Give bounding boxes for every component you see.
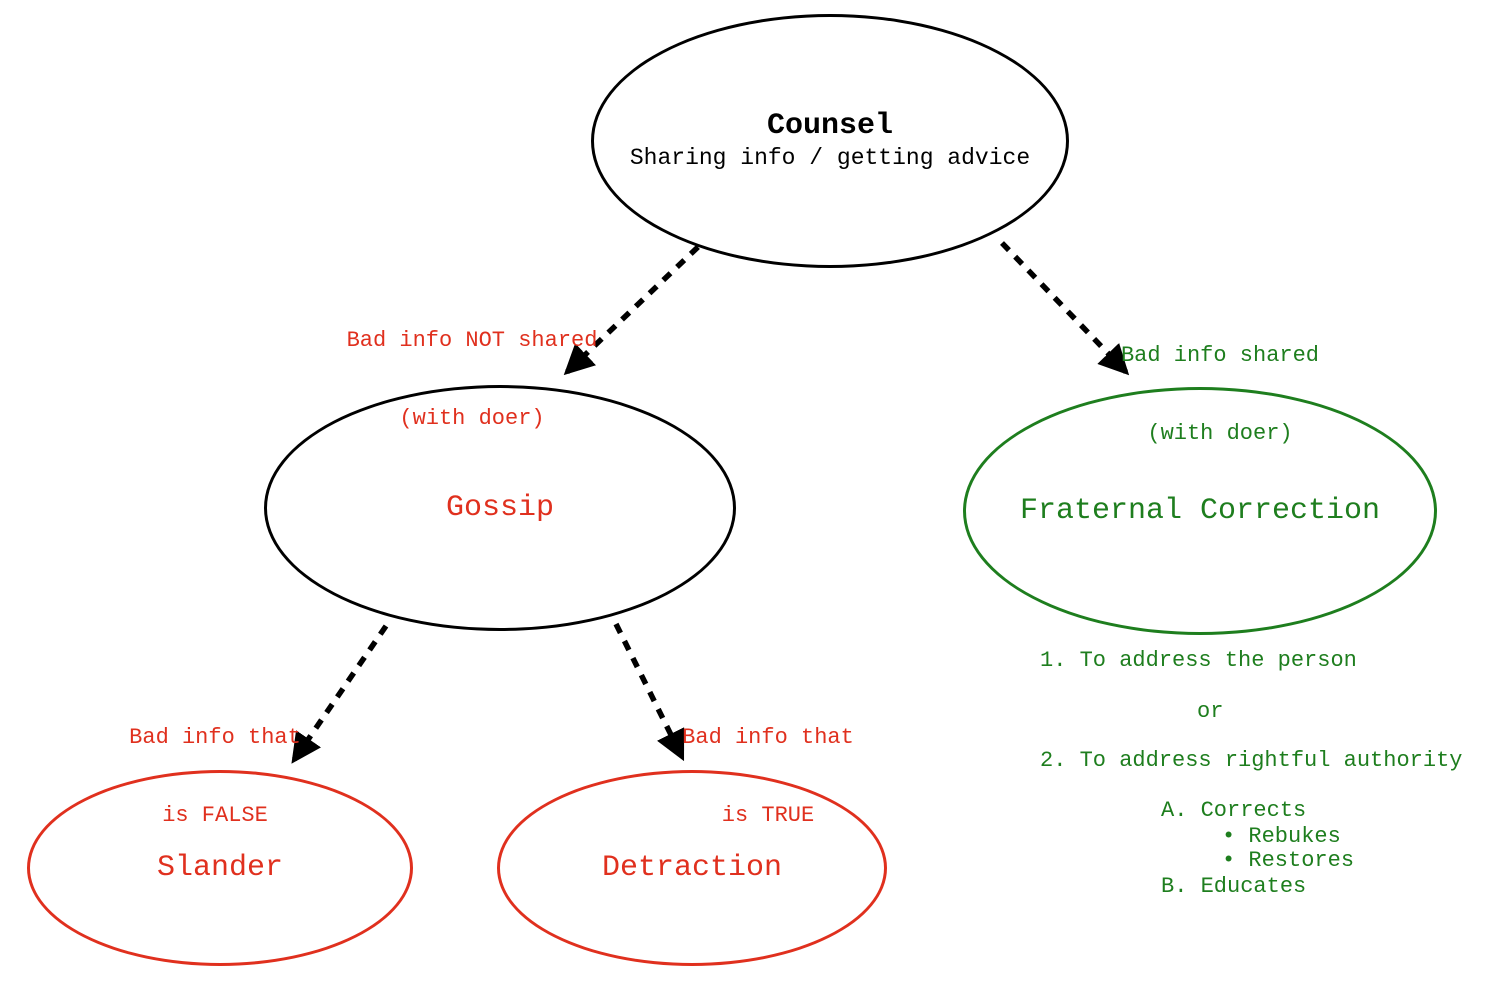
node-slander-label: Slander	[156, 851, 284, 885]
fraternal-note-or: or	[1197, 699, 1224, 724]
node-detraction: Detraction	[497, 770, 887, 966]
edge-label-counsel-to-gossip: Bad info NOT shared (with doer)	[272, 276, 672, 484]
fraternal-note-address-person: 1. To address the person	[1040, 648, 1357, 673]
node-detraction-label: Detraction	[601, 851, 783, 885]
node-fraternal-correction-label: Fraternal Correction	[1019, 494, 1381, 528]
arrow-gossip-to-slander	[291, 624, 389, 764]
node-gossip: Gossip	[264, 385, 736, 631]
node-gossip-label: Gossip	[445, 491, 555, 525]
fraternal-note-address-authority: 2. To address rightful authority	[1040, 748, 1463, 773]
edge-label-line: Bad info that	[682, 725, 854, 750]
edge-label-line: Bad info shared	[1120, 343, 1320, 368]
fraternal-note-restores: • Restores	[1222, 848, 1355, 873]
edge-label-line: Bad info that	[129, 725, 301, 750]
node-counsel: Counsel Sharing info / getting advice	[591, 14, 1069, 268]
node-slander: Slander	[27, 770, 413, 966]
edge-label-counsel-to-fraternal: Bad info shared (with doer)	[1020, 291, 1420, 499]
arrow-gossip-to-detraction	[613, 622, 685, 762]
node-counsel-subtitle: Sharing info / getting advice	[629, 145, 1031, 171]
edge-label-line: Bad info NOT shared	[346, 328, 598, 353]
fraternal-note-rebukes: • Rebukes	[1222, 824, 1341, 849]
edge-label-gossip-to-slander: Bad info that is FALSE	[15, 673, 415, 881]
fraternal-note-educates: B. Educates	[1161, 874, 1307, 899]
edge-label-line: (with doer)	[399, 406, 545, 431]
edge-label-line: is TRUE	[721, 803, 815, 828]
edge-label-line: (with doer)	[1147, 421, 1293, 446]
node-counsel-title: Counsel	[766, 109, 894, 143]
edge-label-gossip-to-detraction: Bad info that is TRUE	[568, 673, 968, 881]
fraternal-note-corrects: A. Corrects	[1161, 798, 1307, 823]
node-fraternal-correction: Fraternal Correction	[963, 387, 1437, 635]
edge-label-line: is FALSE	[162, 803, 268, 828]
